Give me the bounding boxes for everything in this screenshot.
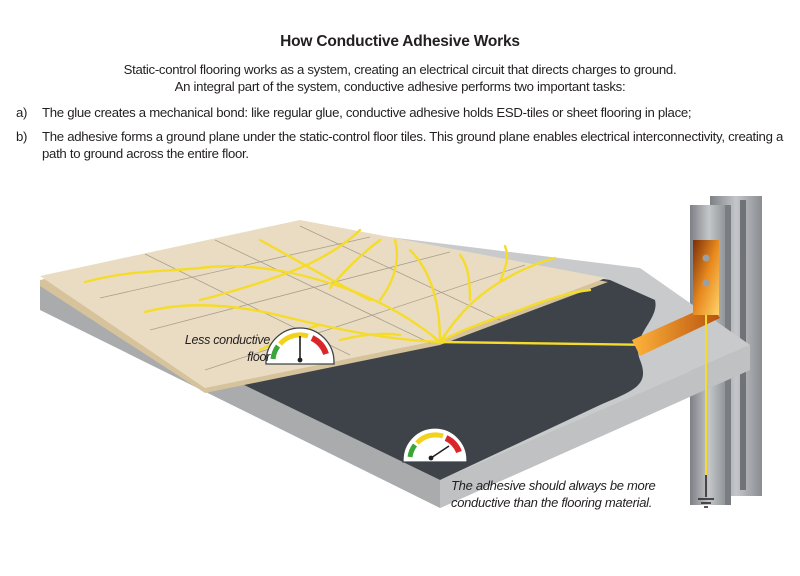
floor-callout-line-2: floor [247, 350, 270, 364]
task-text: The adhesive forms a ground plane under … [42, 129, 784, 161]
copper-ground-strip [632, 240, 720, 356]
adhesive-callout: The adhesive should always be more condu… [451, 477, 656, 511]
intro-paragraph: Static-control flooring works as a syste… [0, 61, 800, 95]
intro-line-2: An integral part of the system, conducti… [174, 79, 626, 94]
adhesive-callout-line-2: conductive than the flooring material. [451, 495, 653, 510]
task-text: The glue creates a mechanical bond: like… [42, 105, 692, 120]
bolt-icon [702, 279, 710, 287]
floor-conductivity-gauge-icon [265, 327, 335, 365]
task-marker: b) [16, 129, 28, 144]
ground-symbol-icon [698, 498, 714, 508]
page-title: How Conductive Adhesive Works [280, 33, 520, 50]
bolt-icon [702, 254, 710, 262]
floor-callout: Less conductive floor [160, 332, 270, 366]
charge-paths [83, 228, 702, 352]
adhesive-conductivity-gauge-icon [402, 427, 468, 463]
adhesive-callout-line-1: The adhesive should always be more [451, 478, 656, 493]
floor-callout-line-1: Less conductive [184, 333, 270, 347]
task-marker: a) [16, 105, 28, 120]
intro-line-1: Static-control flooring works as a syste… [123, 62, 677, 77]
